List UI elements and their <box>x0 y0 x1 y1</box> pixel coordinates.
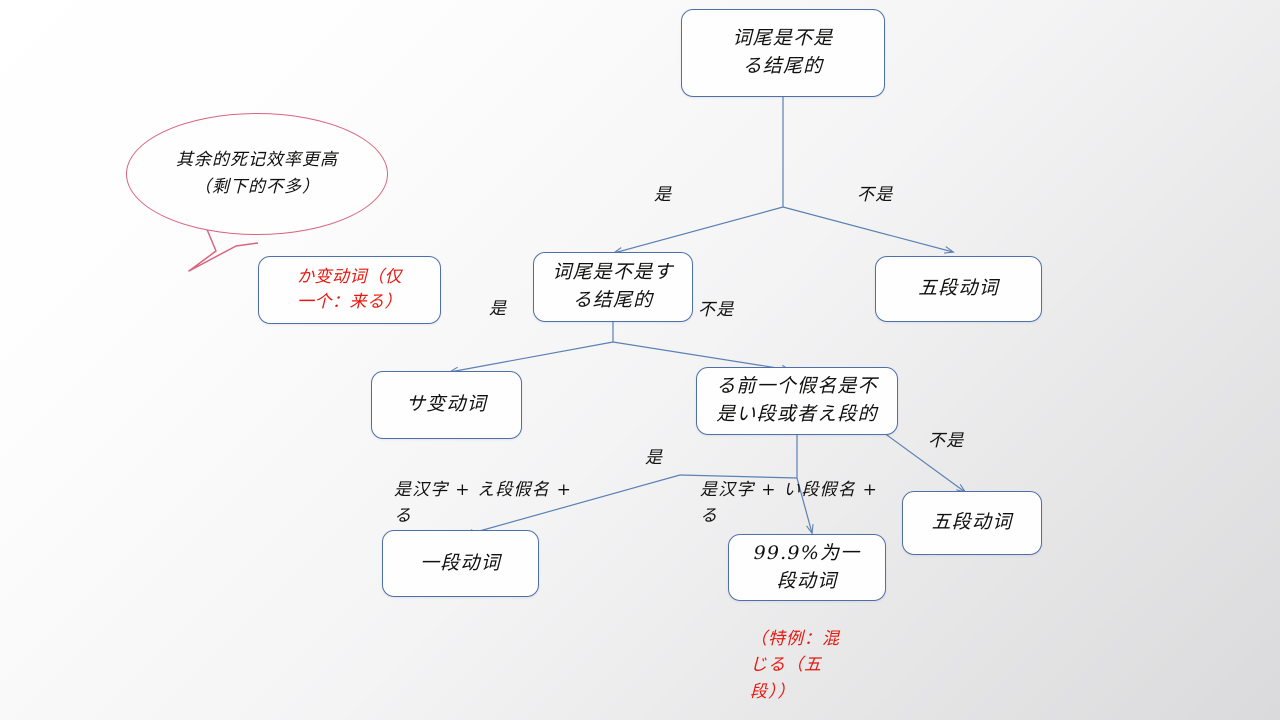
connector-root-to-su <box>614 206 784 253</box>
edge-label-root-yes: 是 <box>654 185 673 205</box>
node-mostly-ichidan[interactable]: 99.9%为一 段动词 <box>728 534 886 601</box>
connector-su-to-sahen <box>450 341 614 372</box>
edge-label-kana-no: 不是 <box>928 431 965 451</box>
node-kahen-label: か变动词（仅 一个：来る） <box>297 267 402 312</box>
node-godan-bottom-label: 五段动词 <box>931 511 1013 534</box>
node-kana-check-label: る前一个假名是不 是い段或者え段的 <box>716 375 878 425</box>
edge-label-kanji-i-dan: 是汉字 + い段假名 + る <box>700 480 879 526</box>
node-godan-bottom[interactable]: 五段动词 <box>902 491 1042 555</box>
node-su-check[interactable]: 词尾是不是す る结尾的 <box>533 252 693 322</box>
node-sahen-label: サ变动词 <box>406 393 487 416</box>
node-ichidan[interactable]: 一段动词 <box>382 530 539 597</box>
node-kana-check[interactable]: る前一个假名是不 是い段或者え段的 <box>696 367 898 435</box>
callout-bubble-text: 其余的死记效率更高 （剩下的不多） <box>176 149 338 197</box>
node-godan-right-label: 五段动词 <box>918 277 999 300</box>
edge-label-kanji-e-dan: 是汉字 + え段假名 + る <box>394 480 573 526</box>
node-sahen[interactable]: サ变动词 <box>371 371 522 439</box>
callout-bubble[interactable]: 其余的死记效率更高 （剩下的不多） <box>126 113 388 235</box>
edge-label-kana-yes: 是 <box>645 448 664 468</box>
footnote-special-case: （特例：混 じる（五 段）） <box>750 629 840 702</box>
node-mostly-ichidan-label: 99.9%为一 段动词 <box>753 541 861 592</box>
edge-label-su-no: 不是 <box>698 300 735 320</box>
edge-label-root-no: 不是 <box>857 185 894 205</box>
connector-su-to-kana <box>612 341 790 370</box>
node-root-label: 词尾是不是 る结尾的 <box>732 27 834 77</box>
node-root[interactable]: 词尾是不是 る结尾的 <box>681 9 885 97</box>
node-ichidan-label: 一段动词 <box>420 551 501 574</box>
node-kahen[interactable]: か变动词（仅 一个：来る） <box>258 256 441 324</box>
node-su-check-label: 词尾是不是す る结尾的 <box>552 261 674 311</box>
connector-root-to-godan1 <box>782 206 953 252</box>
edge-label-su-yes: 是 <box>489 299 508 319</box>
node-godan-right[interactable]: 五段动词 <box>875 256 1042 322</box>
